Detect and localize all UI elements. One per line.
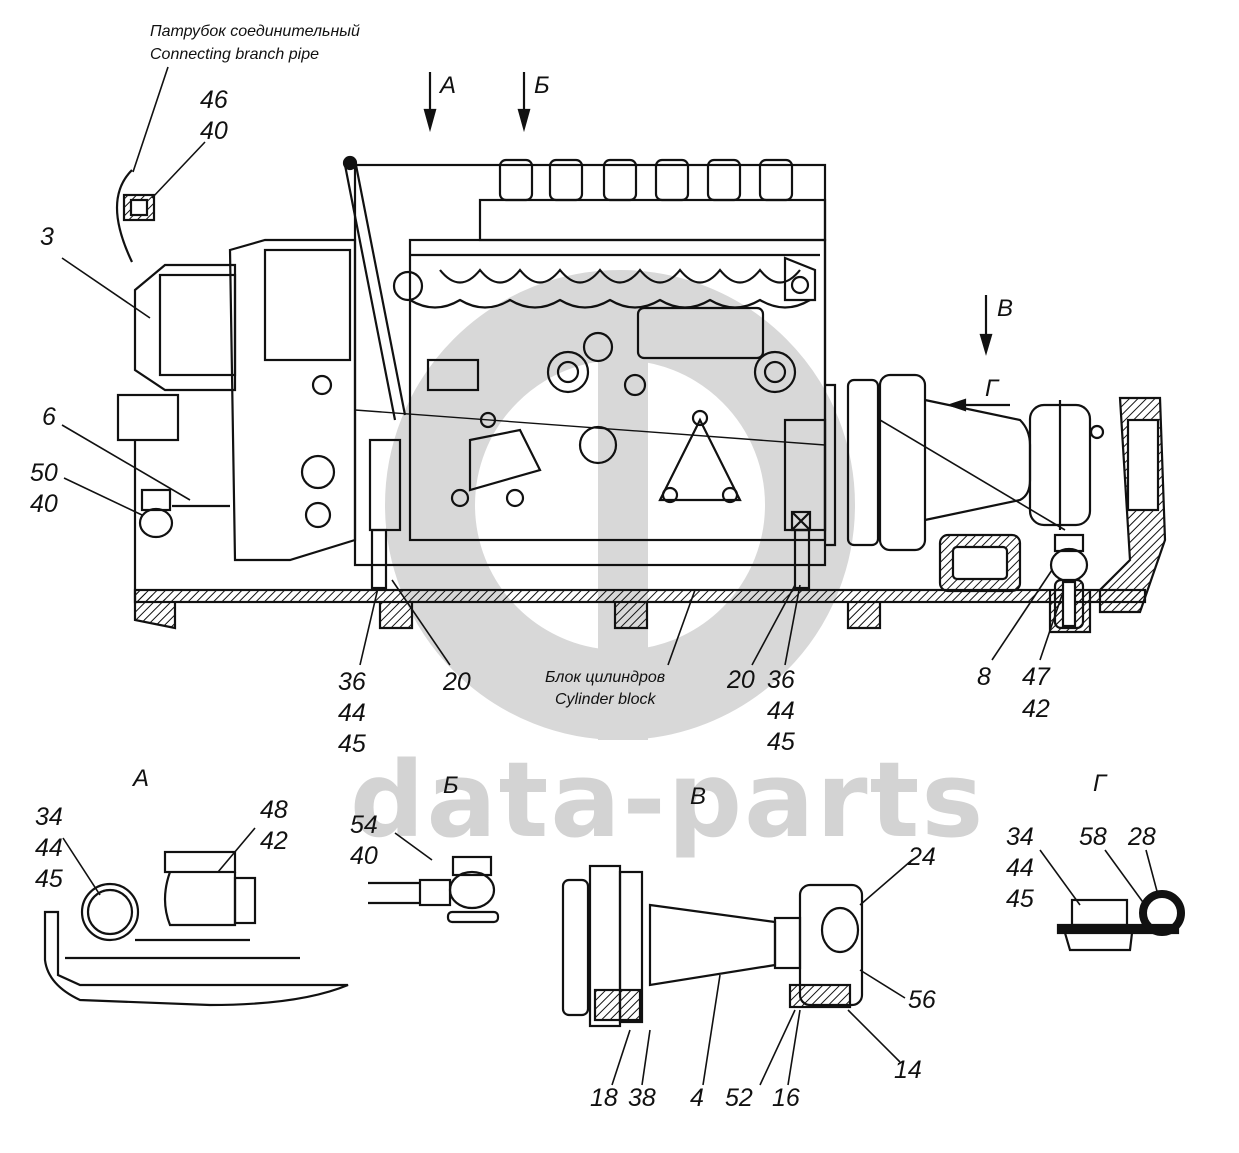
callout-44-left: 44 xyxy=(338,699,366,727)
callout-40b: 40 xyxy=(30,490,58,518)
callout-36-left: 36 xyxy=(338,668,366,696)
view-v-callout-4: 4 xyxy=(690,1084,704,1112)
view-g-title: Г xyxy=(1093,770,1107,797)
view-g-callout-28: 28 xyxy=(1128,823,1156,851)
coupling-flange xyxy=(846,378,880,547)
watermark-text: data-parts xyxy=(350,739,986,861)
view-a-callout-42: 42 xyxy=(260,827,288,855)
view-b-callout-54: 54 xyxy=(350,811,378,839)
view-arrow-a-label: А xyxy=(440,72,457,99)
view-g-callout-34: 34 xyxy=(1006,823,1034,851)
view-arrow-g-label: Г xyxy=(985,375,999,402)
delivery-valves xyxy=(478,158,827,242)
callout-40: 40 xyxy=(200,117,228,145)
view-arrow-v-label: В xyxy=(997,295,1014,322)
view-g-detail xyxy=(1039,849,1185,952)
callout-45-left: 45 xyxy=(338,730,366,758)
callout-36-right: 36 xyxy=(767,666,795,694)
view-v-callout-16: 16 xyxy=(772,1084,800,1112)
callout-46: 46 xyxy=(200,86,228,114)
view-v-title: В xyxy=(690,783,707,810)
view-v-detail xyxy=(561,859,913,1086)
view-arrow-b-label: Б xyxy=(534,72,550,99)
callout-50: 50 xyxy=(30,459,58,487)
view-v-callout-38: 38 xyxy=(628,1084,656,1112)
view-g-callout-58: 58 xyxy=(1079,823,1107,851)
callout-45-right: 45 xyxy=(767,728,795,756)
view-a-callout-48: 48 xyxy=(260,796,288,824)
callout-44-right: 44 xyxy=(767,697,795,725)
view-a-callout-34: 34 xyxy=(35,803,63,831)
view-v-callout-56: 56 xyxy=(908,986,936,1014)
callout-47: 47 xyxy=(1022,663,1050,691)
callout-20-left: 20 xyxy=(443,668,471,696)
connector xyxy=(116,393,180,442)
view-v-callout-24: 24 xyxy=(908,843,936,871)
callout-8: 8 xyxy=(977,663,991,691)
view-a-callout-45: 45 xyxy=(35,865,63,893)
view-b-callout-40: 40 xyxy=(350,842,378,870)
view-v-callout-14: 14 xyxy=(894,1056,922,1084)
callout-42: 42 xyxy=(1022,695,1050,723)
view-a-detail xyxy=(43,827,349,1007)
cylinder-block-caption-en: Cylinder block xyxy=(555,691,656,708)
view-a-title: А xyxy=(133,765,150,792)
governor-housing xyxy=(133,263,237,392)
pump-body xyxy=(353,163,827,567)
view-v-callout-18: 18 xyxy=(590,1084,618,1112)
callout-3: 3 xyxy=(40,223,54,251)
view-v-callout-52: 52 xyxy=(725,1084,753,1112)
watermark-bar xyxy=(598,300,648,740)
callout-6: 6 xyxy=(42,403,56,431)
callout-20-right: 20 xyxy=(727,666,755,694)
view-a-callout-44: 44 xyxy=(35,834,63,862)
view-g-callout-45: 45 xyxy=(1006,885,1034,913)
view-b-title: Б xyxy=(443,772,459,799)
branch-pipe-caption-ru: Патрубок соединительный xyxy=(150,23,360,40)
branch-pipe-caption-en: Connecting branch pipe xyxy=(150,46,320,63)
view-b-detail xyxy=(368,832,500,924)
front-cover xyxy=(228,238,357,562)
cylinder-block-caption-ru: Блок цилиндров xyxy=(545,669,666,686)
view-g-callout-44: 44 xyxy=(1006,854,1034,882)
